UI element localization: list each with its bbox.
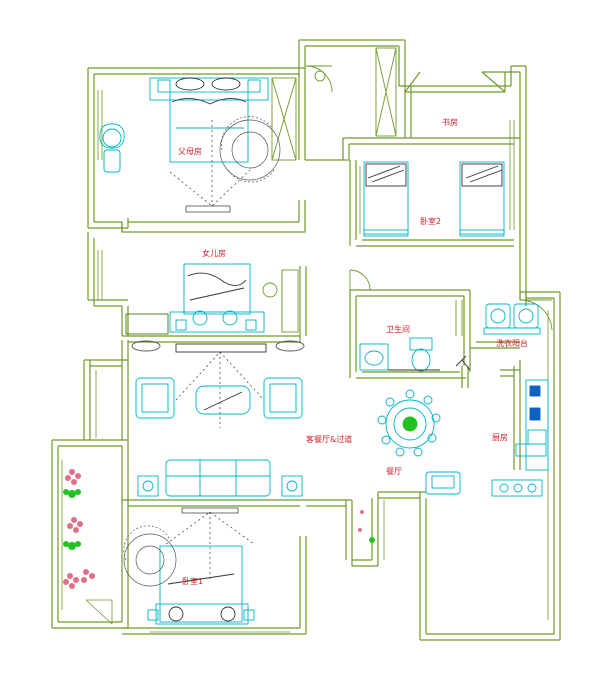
windows: [61, 90, 549, 633]
tv-sightline: [169, 120, 251, 213]
label-study: 书房: [442, 117, 458, 127]
label-kitchen: 厨房: [492, 432, 508, 442]
stove-icon: [491, 479, 543, 497]
master-rug: [123, 525, 177, 587]
round-dining-table-icon: [377, 389, 461, 495]
living-sightline: [175, 351, 265, 428]
label-laundry: 洗衣阳台: [496, 338, 528, 348]
walls: [51, 39, 561, 641]
master-sightline: [165, 507, 255, 580]
toilet-icon: [409, 337, 433, 351]
daughter-room-furniture: [169, 263, 278, 333]
label-living-dining: 客餐厅&过道: [306, 434, 352, 444]
laundry-fixtures: [483, 303, 541, 335]
sink-icon: [359, 343, 389, 371]
label-kid-room: 卧室2: [420, 216, 441, 226]
round-rug: [219, 116, 281, 183]
label-master-room: 卧室1: [182, 576, 203, 586]
flower-icon: [63, 469, 375, 589]
wardrobes: [125, 47, 397, 335]
label-daughter-room: 女儿房: [202, 248, 226, 258]
washroom-fixtures: [359, 337, 440, 372]
label-washroom: 卫生间: [386, 324, 410, 334]
balcony-corner: [85, 599, 113, 625]
door-swing-icon: [305, 65, 553, 371]
room-labels: 父母房 女儿房 书房 卧室2 卫生间 洗衣阳台 客餐厅&过道 餐厅 厨房 卧室1: [178, 117, 528, 586]
label-parents-room: 父母房: [178, 146, 202, 156]
label-dining: 餐厅: [386, 467, 402, 476]
kitchen-fixtures: [491, 379, 549, 497]
bed-icon: [363, 161, 505, 237]
sofa-icon: [131, 340, 305, 497]
parents-room-furniture: [99, 77, 269, 173]
